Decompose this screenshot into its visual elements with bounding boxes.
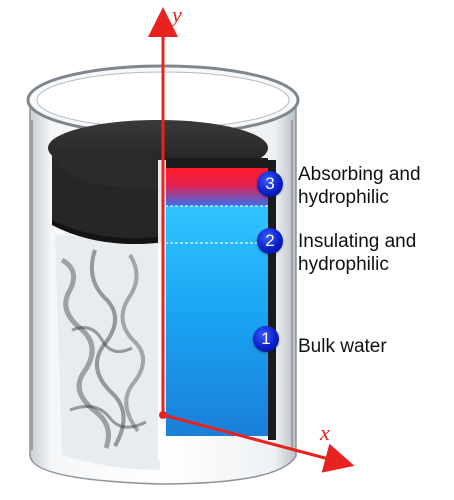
layer-1-label-line1: Bulk water bbox=[298, 336, 387, 357]
layer-3-label: Absorbing and hydrophilic bbox=[298, 163, 421, 209]
layer-1-badge: 1 bbox=[253, 326, 279, 352]
layer-2-label-line1: Insulating and bbox=[298, 231, 417, 252]
layer-2-label-line2: hydrophilic bbox=[298, 254, 389, 275]
layer-3-badge: 3 bbox=[257, 171, 283, 197]
layer-2-label: Insulating and hydrophilic bbox=[298, 230, 416, 276]
insulating-layer-section bbox=[55, 235, 160, 470]
absorber-foam bbox=[48, 120, 268, 244]
x-axis-label: x bbox=[320, 420, 330, 445]
layer-3-label-line2: hydrophilic bbox=[298, 187, 389, 208]
water-column bbox=[158, 160, 276, 460]
axis-origin bbox=[159, 411, 167, 419]
layer-1-label: Bulk water bbox=[298, 335, 387, 358]
x-axis bbox=[162, 413, 355, 473]
y-axis-label: y bbox=[172, 2, 182, 27]
layer-3-label-line1: Absorbing and bbox=[298, 164, 421, 185]
layer-2-badge: 2 bbox=[257, 228, 283, 254]
